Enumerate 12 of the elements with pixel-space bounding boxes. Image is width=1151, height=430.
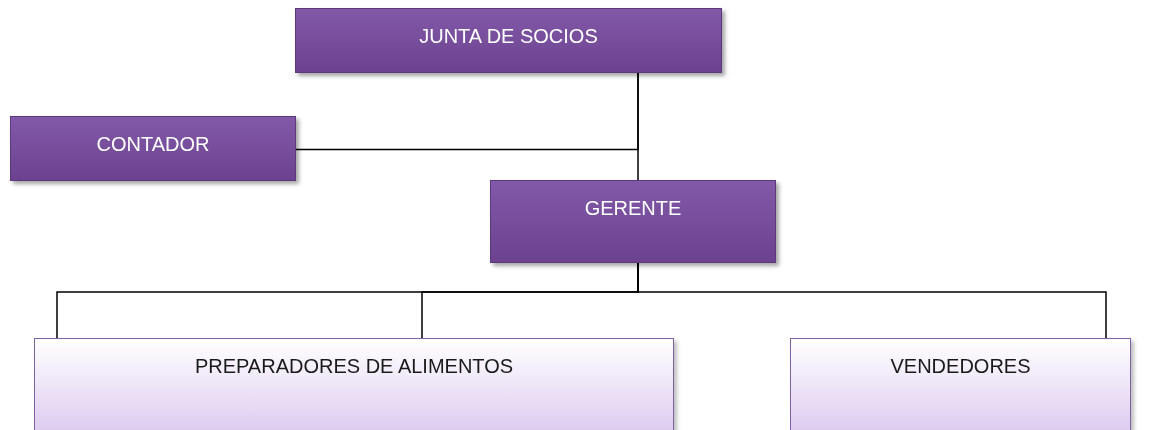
org-box: [295, 8, 722, 73]
connector-line: [295, 72, 639, 151]
box-label: JUNTA DE SOCIOS: [419, 25, 598, 48]
box-label: GERENTE: [584, 197, 682, 220]
connector-line: [637, 262, 1107, 339]
org-box: [490, 180, 776, 263]
box-label: CONTADOR: [96, 133, 210, 156]
box-label: PREPARADORES DE ALIMENTOS: [194, 355, 514, 378]
org-box: [10, 116, 296, 181]
box-label: VENDEDORES: [890, 355, 1031, 378]
org-box: [34, 338, 674, 430]
org-box: [790, 338, 1131, 430]
